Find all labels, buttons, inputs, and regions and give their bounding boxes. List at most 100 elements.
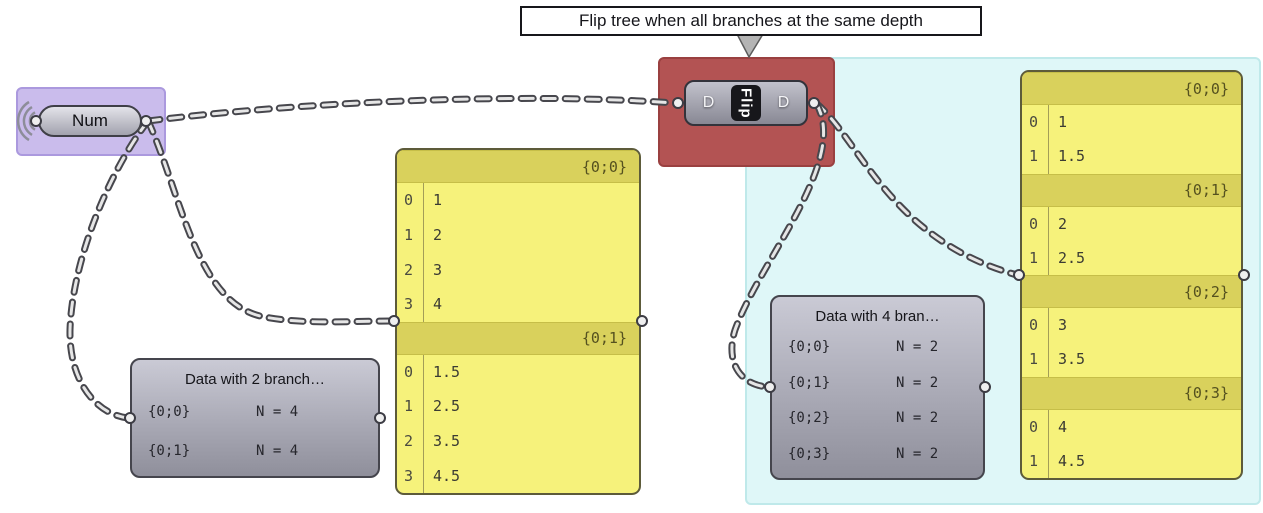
row-index: 2: [397, 252, 424, 287]
panel-row: 0 3: [1022, 308, 1241, 343]
tooltip: Flip tree when all branches at the same …: [520, 6, 982, 36]
viewer-row: {0;3} N = 2: [772, 436, 983, 472]
panel-row: 2 3: [397, 252, 639, 287]
row-value: 4: [1058, 417, 1068, 436]
wire-outline: [144, 94, 678, 125]
row-value: 2: [1058, 214, 1068, 233]
row-index: 1: [397, 389, 424, 424]
branch-path: {0;0}: [788, 338, 831, 355]
flip-name-capsule[interactable]: Flip: [731, 85, 761, 121]
param-viewer-4-branches[interactable]: Data with 4 bran… {0;0} N = 2 {0;1} N = …: [770, 295, 985, 480]
row-index: 0: [1022, 105, 1049, 140]
branch-header: {0;1}: [397, 321, 639, 355]
branch-path: {0;2}: [788, 410, 831, 427]
row-index: 1: [1022, 240, 1049, 275]
branch-path: {0;0}: [148, 403, 191, 420]
row-index: 1: [1022, 139, 1049, 174]
flip-name-label: Flip: [737, 87, 755, 119]
panel-row: 1 2.5: [1022, 240, 1241, 275]
panel-row: 1 1.5: [1022, 139, 1241, 174]
row-value: 4.5: [1058, 451, 1086, 470]
row-value: 3.5: [433, 432, 461, 451]
row-index: 0: [1022, 206, 1049, 241]
branch-path: {0;1}: [788, 374, 831, 391]
row-index: 0: [397, 354, 424, 390]
flip-input-d[interactable]: D: [702, 94, 715, 111]
wire-num-to-left-panel[interactable]: [144, 117, 395, 326]
branch-path: {0;1}: [581, 329, 627, 347]
row-value: 4.5: [433, 466, 461, 485]
branch-count: N = 2: [896, 338, 939, 355]
wire-fill: [146, 96, 676, 123]
param-viewer-2-branches[interactable]: Data with 2 branch… {0;0} N = 4 {0;1} N …: [130, 358, 380, 478]
panel-row: 1 2: [397, 217, 639, 253]
panel-row: 3 4: [397, 286, 639, 322]
viewer-title: Data with 2 branch…: [184, 370, 326, 388]
tooltip-callout-tail: [735, 33, 765, 59]
panel-row: 1 3.5: [1022, 342, 1241, 377]
wire-num-to-flip[interactable]: [144, 94, 678, 125]
branch-path: {0;0}: [1183, 79, 1229, 98]
branch-count: N = 4: [256, 403, 299, 420]
branch-header: {0;1}: [1022, 173, 1241, 207]
row-value: 3: [1058, 316, 1068, 335]
branch-count: N = 2: [896, 446, 939, 463]
row-value: 1: [433, 191, 443, 210]
row-value: 4: [433, 295, 443, 314]
tooltip-text: Flip tree when all branches at the same …: [579, 11, 923, 30]
num-param[interactable]: Num: [38, 105, 142, 137]
branch-path: {0;1}: [1183, 181, 1229, 199]
flip-output-d[interactable]: D: [777, 94, 790, 111]
viewer-row: {0;2} N = 2: [772, 401, 983, 437]
flip-component[interactable]: D Flip D: [684, 80, 808, 126]
row-index: 1: [397, 217, 424, 253]
panel-before-flip[interactable]: {0;0} 0 1 1 2 2 3 3 4 {0;1} 0 1.5 1 2.5 …: [395, 148, 641, 495]
panel-row: 1 2.5: [397, 389, 639, 424]
panel-row: 0 4: [1022, 409, 1241, 444]
row-index: 1: [1022, 342, 1049, 377]
row-index: 1: [1022, 443, 1049, 478]
viewer-title: Data with 4 bran…: [815, 307, 940, 325]
viewer-row: {0;1} N = 4: [132, 431, 378, 470]
panel-after-flip[interactable]: {0;0} 0 1 1 1.5 {0;1} 0 2 1 2.5 {0;2} 0 …: [1020, 70, 1243, 480]
num-param-label: Num: [72, 111, 108, 130]
viewer-row: {0;0} N = 2: [772, 329, 983, 365]
branch-header: {0;0}: [397, 150, 639, 183]
row-value: 2.5: [433, 397, 461, 416]
row-index: 0: [1022, 409, 1049, 444]
panel-row: 0 1.5: [397, 354, 639, 390]
row-value: 1.5: [1058, 147, 1086, 166]
row-index: 0: [1022, 308, 1049, 343]
row-index: 0: [397, 183, 424, 218]
branch-count: N = 2: [896, 410, 939, 427]
viewer-row: {0;0} N = 4: [132, 392, 378, 431]
branch-header: {0;3}: [1022, 376, 1241, 410]
branch-count: N = 4: [256, 442, 299, 459]
branch-path: {0;1}: [148, 442, 191, 459]
branch-path: {0;3}: [1183, 384, 1229, 402]
row-value: 2: [433, 225, 443, 244]
branch-path: {0;3}: [788, 446, 831, 463]
row-index: 3: [397, 286, 424, 322]
row-index: 3: [397, 458, 424, 493]
row-index: 2: [397, 423, 424, 459]
branch-count: N = 2: [896, 374, 939, 391]
row-value: 3.5: [1058, 350, 1086, 369]
panel-row: 0 1: [397, 183, 639, 218]
row-value: 3: [433, 260, 443, 279]
panel-row: 2 3.5: [397, 423, 639, 459]
row-value: 2.5: [1058, 248, 1086, 267]
viewer-row: {0;1} N = 2: [772, 365, 983, 401]
branch-path: {0;2}: [1183, 282, 1229, 301]
row-value: 1: [1058, 113, 1068, 132]
row-value: 1.5: [433, 362, 461, 381]
branch-header: {0;2}: [1022, 275, 1241, 308]
branch-header: {0;0}: [1022, 72, 1241, 105]
panel-row: 0 1: [1022, 105, 1241, 140]
panel-row: 0 2: [1022, 206, 1241, 241]
wire-fill: [146, 119, 393, 324]
wire-outline: [144, 117, 395, 326]
panel-row: 1 4.5: [1022, 443, 1241, 478]
branch-path: {0;0}: [581, 157, 627, 176]
